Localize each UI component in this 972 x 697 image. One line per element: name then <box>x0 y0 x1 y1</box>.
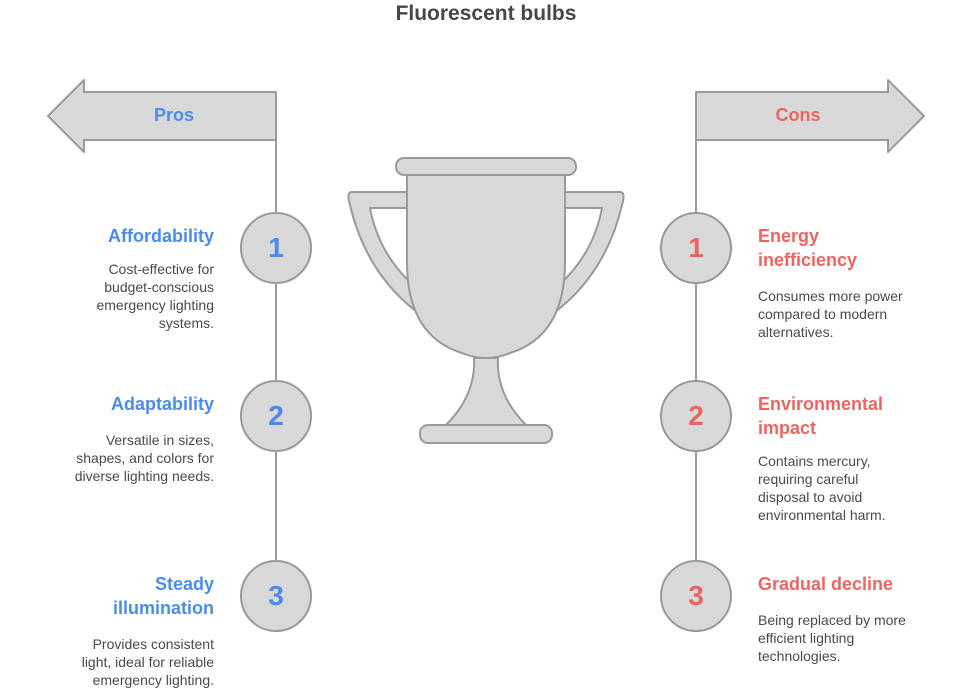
con-circle-3 <box>660 560 732 632</box>
pros-label: Pros <box>153 105 195 125</box>
pro-circle-2 <box>240 380 312 452</box>
pros-arrow <box>47 79 277 153</box>
trophy-icon <box>347 157 625 444</box>
page-title: Fluorescent bulbs <box>395 2 577 25</box>
con-number-1: 1 <box>688 232 704 263</box>
con-circle-2 <box>660 380 732 452</box>
cons-label: Cons <box>775 105 821 125</box>
pro-number-3: 3 <box>268 580 284 611</box>
con-number-2: 2 <box>688 400 704 431</box>
con-number-3: 3 <box>688 580 704 611</box>
pro-number-2: 2 <box>268 400 284 431</box>
pro-title-1: Affordability <box>108 226 214 246</box>
pro-title-2: Adaptability <box>110 394 214 414</box>
pro-number-1: 1 <box>268 232 284 263</box>
pro-desc-2: Versatile in sizes,shapes, and colors fo… <box>74 432 214 484</box>
pro-circle-1 <box>240 212 312 284</box>
pro-circle-3 <box>240 560 312 632</box>
con-title-3: Gradual decline <box>758 574 894 594</box>
cons-arrow <box>695 79 925 153</box>
con-circle-1 <box>660 212 732 284</box>
